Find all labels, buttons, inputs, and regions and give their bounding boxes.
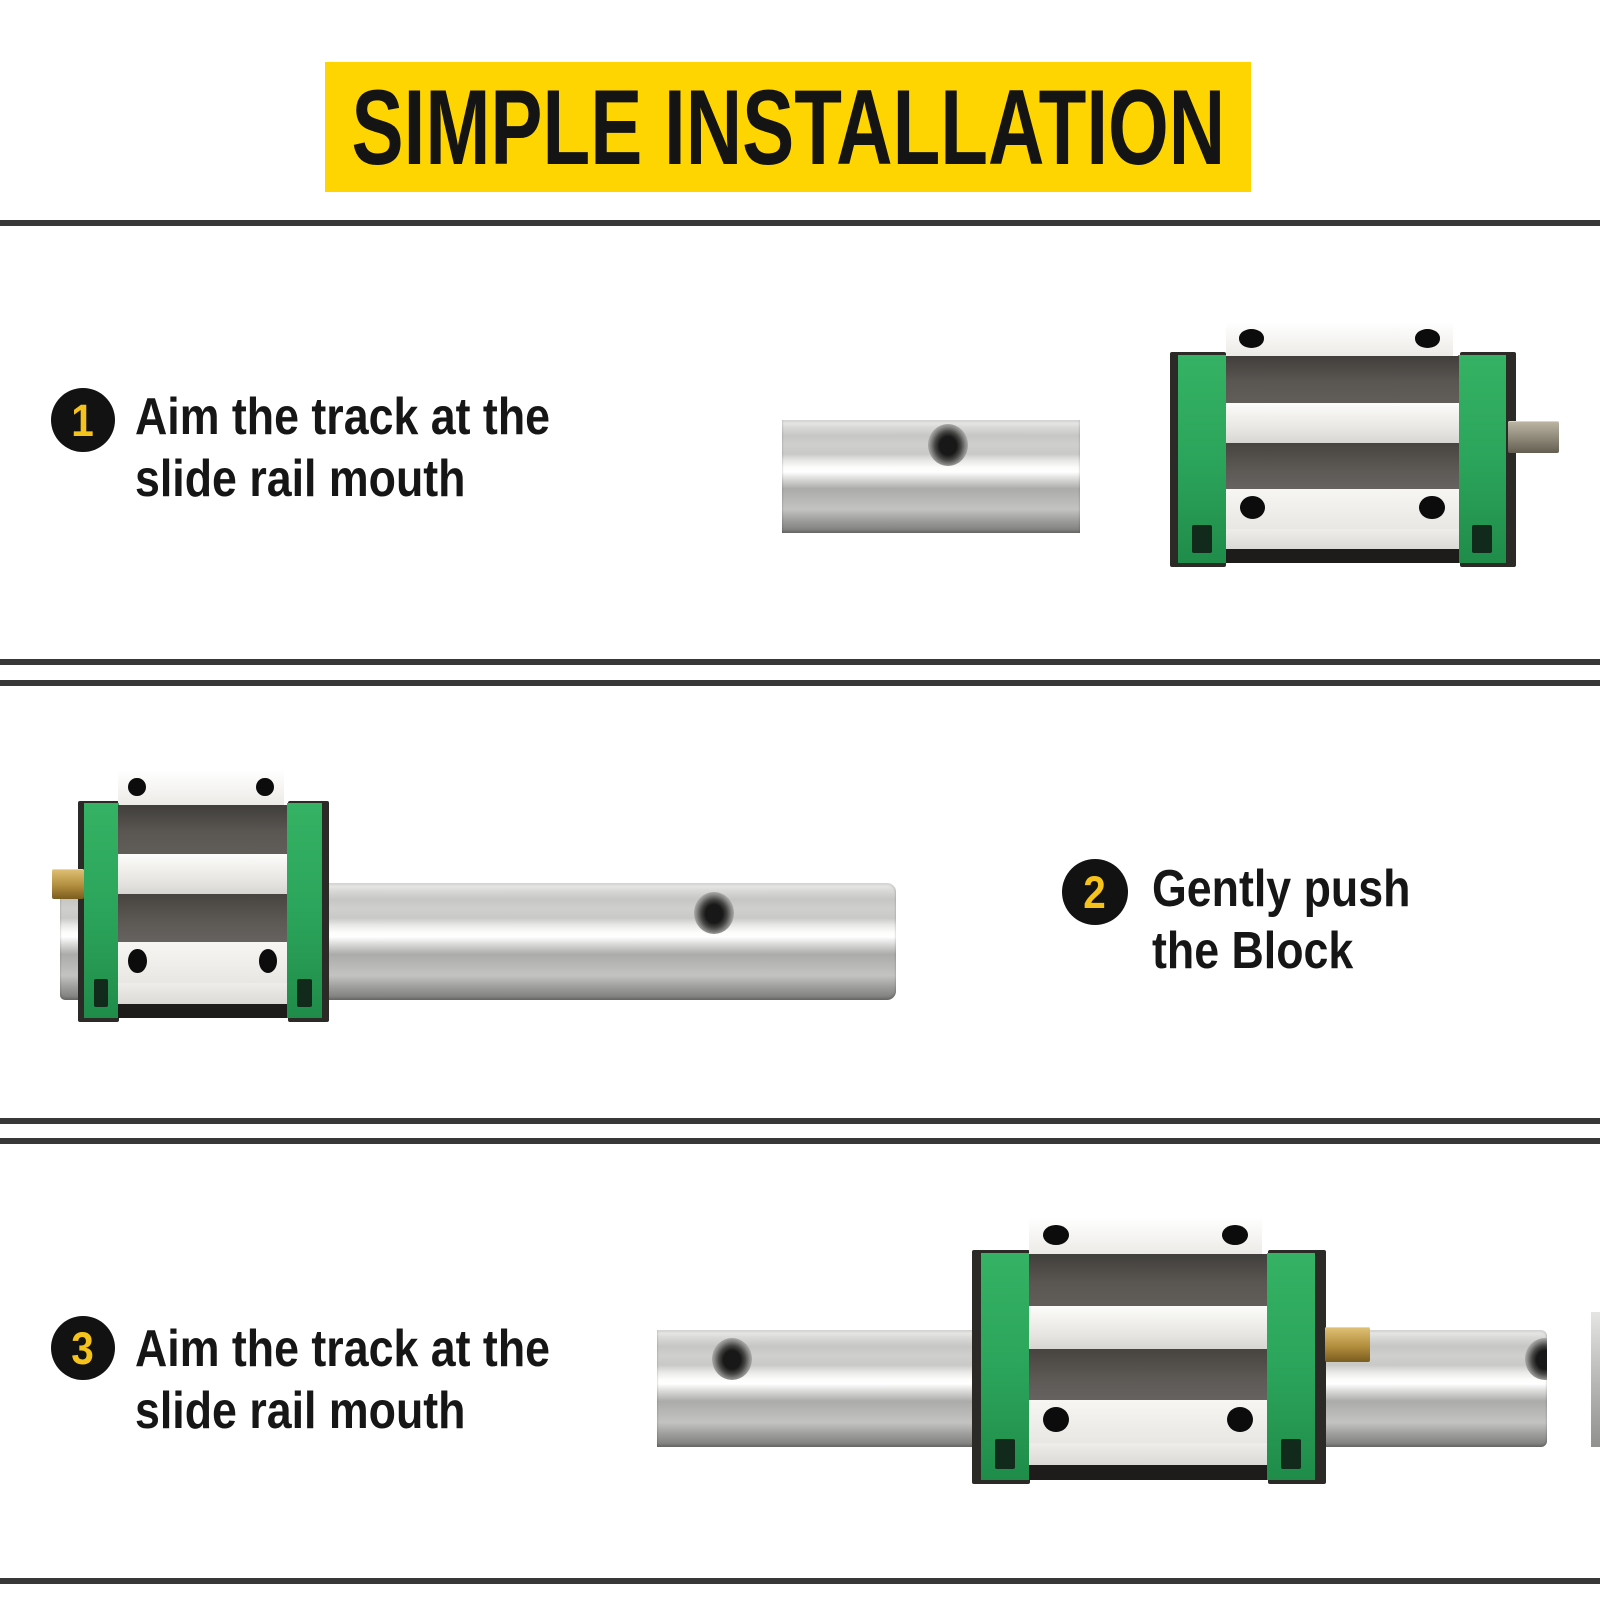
block-stripe	[1225, 403, 1459, 443]
step-1-caption-line1: Aim the track at the	[135, 388, 551, 446]
step-1-number: 1	[71, 394, 95, 446]
cap-notch	[1192, 525, 1213, 553]
bolt-hole	[258, 948, 278, 974]
block-bottom-plate	[118, 942, 288, 983]
block-stripe	[1225, 549, 1459, 563]
bolt-hole	[1239, 329, 1265, 348]
block-stripe	[1028, 1442, 1268, 1466]
rail-mounting-hole	[694, 892, 734, 934]
bolt-hole	[1239, 495, 1266, 520]
bolt-hole	[1042, 1225, 1069, 1245]
step-2-caption-line1: Gently push	[1152, 860, 1411, 918]
block-top-plate	[1028, 1217, 1263, 1254]
bolt-hole	[1043, 1406, 1070, 1433]
block-bottom-plate	[1225, 489, 1459, 529]
block-stripe	[118, 982, 288, 1005]
step-3-number: 3	[71, 1322, 95, 1374]
divider-line	[0, 1578, 1600, 1584]
block-stripe	[1028, 1253, 1268, 1306]
step-3-caption-line2: slide rail mouth	[135, 1382, 466, 1440]
rail-mounting-hole	[1525, 1338, 1547, 1380]
block-bottom-plate	[1028, 1399, 1268, 1443]
step-3-caption-line1: Aim the track at the	[135, 1320, 551, 1378]
step-2-badge: 2	[1062, 859, 1128, 925]
divider-line	[0, 1138, 1600, 1144]
step-2-caption: Gently push the Block	[1152, 858, 1410, 982]
step-2-bearing-block-photo	[51, 770, 329, 1022]
divider-line	[0, 220, 1600, 226]
divider-line	[0, 1118, 1600, 1124]
step-3-badge: 3	[51, 1316, 115, 1380]
step-2-caption-line2: the Block	[1152, 922, 1354, 980]
block-end-cap	[83, 803, 119, 1018]
cap-notch	[93, 979, 109, 1008]
block-stripe	[1028, 1305, 1268, 1349]
block-top-plate	[118, 770, 284, 805]
block-stripe	[1028, 1465, 1268, 1480]
block-body	[1225, 355, 1459, 563]
rail-edge-fragment	[1591, 1312, 1600, 1447]
block-end-cap	[1457, 354, 1506, 563]
step-1-rail-photo	[782, 420, 1080, 533]
block-top-plate	[1225, 322, 1454, 356]
divider-line	[0, 659, 1600, 665]
block-end-cap	[1266, 1252, 1316, 1480]
block-end-cap	[287, 803, 322, 1018]
bolt-hole	[1226, 1406, 1254, 1433]
divider-line	[0, 680, 1600, 686]
rail-mounting-hole	[928, 424, 968, 466]
bolt-hole	[1222, 1225, 1249, 1245]
rail-mounting-hole	[712, 1338, 752, 1380]
block-stripe	[1225, 528, 1459, 550]
block-stripe	[118, 1004, 288, 1018]
block-stripe	[118, 804, 288, 854]
step-1-bearing-block-photo	[1170, 322, 1559, 567]
block-end-cap	[980, 1252, 1030, 1480]
block-end-cap	[1178, 354, 1227, 563]
grease-nipple	[1507, 420, 1559, 454]
cap-notch	[994, 1439, 1016, 1469]
step-1-badge: 1	[51, 388, 115, 452]
cap-notch	[1280, 1439, 1302, 1469]
page-title: SIMPLE INSTALLATION	[351, 66, 1225, 187]
step-1-caption-line2: slide rail mouth	[135, 450, 466, 508]
grease-nipple	[1324, 1327, 1370, 1362]
bolt-hole	[1414, 329, 1440, 348]
step-3-caption: Aim the track at the slide rail mouth	[135, 1318, 550, 1442]
block-body	[118, 804, 288, 1018]
step-2-number: 2	[1083, 866, 1107, 918]
block-stripe	[118, 853, 288, 895]
block-stripe	[1225, 442, 1459, 490]
bolt-hole	[128, 777, 147, 797]
grease-nipple	[51, 869, 84, 899]
cap-notch	[1471, 525, 1492, 553]
cap-notch	[297, 979, 312, 1008]
block-stripe	[1225, 355, 1459, 404]
title-banner: SIMPLE INSTALLATION	[325, 62, 1251, 192]
block-stripe	[1028, 1348, 1268, 1400]
bolt-hole	[1419, 495, 1445, 520]
bolt-hole	[128, 948, 148, 974]
step-3-bearing-block-photo	[972, 1217, 1370, 1484]
block-stripe	[118, 894, 288, 943]
block-body	[1028, 1253, 1268, 1480]
bolt-hole	[255, 777, 274, 797]
step-1-caption: Aim the track at the slide rail mouth	[135, 386, 550, 510]
